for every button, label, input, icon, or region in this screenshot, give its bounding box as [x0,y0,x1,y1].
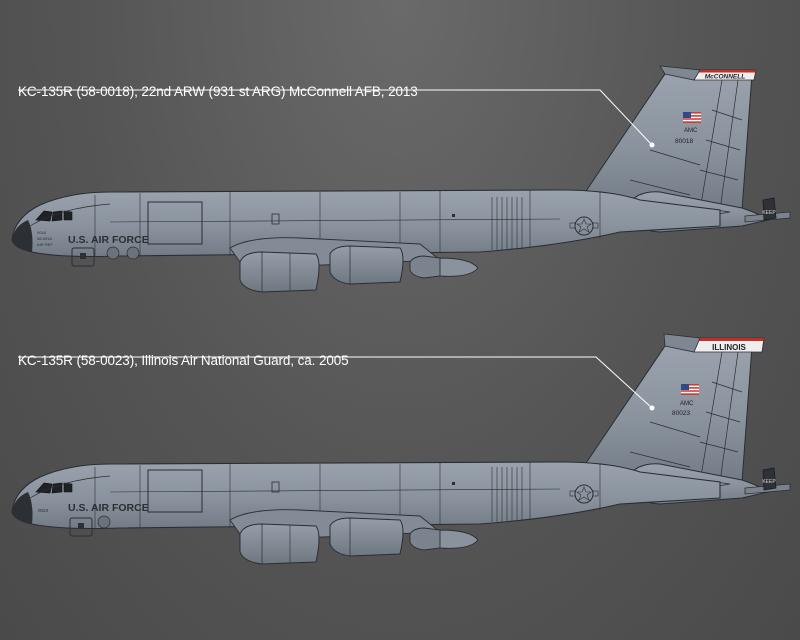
antenna-stencil [271,213,280,225]
national-insignia [569,484,599,504]
cargo-door [147,469,203,513]
boom-fin [762,467,777,491]
tail-cap [659,65,701,81]
boom-fin [762,197,777,221]
aft-fuselage-ribs [491,467,523,522]
engine-inner [239,251,320,293]
boom-fin-text: KEEP [762,210,776,216]
cockpit-frame [29,475,111,499]
cargo-door [147,201,203,245]
cockpit-frame [29,203,111,227]
fuselage-panel-lines [94,462,601,528]
cockpit-windows [35,210,73,222]
aircraft-profile-2: ILLINOIS AMC 80023 KEEP U.S. AIR FORCE 0… [11,333,791,565]
engine-pod-small [409,255,479,279]
unit-emblem [97,515,111,529]
radome [12,492,33,524]
tail-cap [663,333,701,353]
radome [12,220,33,252]
aft-fuselage-ribs [491,197,523,250]
fuselage-text: U.S. AIR FORCE [68,502,149,514]
us-flag [683,112,701,123]
engine-outer [329,245,404,285]
tail-band-text: ILLINOIS [712,343,746,352]
static-port [452,482,455,485]
crew-door [69,517,93,537]
us-flag [681,384,699,395]
unit-emblem-1 [106,246,120,260]
crew-door-window [78,523,84,529]
tail-unit-text: AMC [684,128,698,134]
rudder-panel-lines [629,351,743,483]
unit-emblem-2 [126,246,140,260]
crew-door-window [80,253,86,259]
tail-serial-text: 80018 [675,138,693,145]
crew-door [71,247,95,267]
nose-stencil-3: AIR REF [37,242,53,247]
boom-fin-text: KEEP [762,479,776,485]
tail-band-stripe [697,70,756,73]
fuselage-text: U.S. AIR FORCE [68,234,149,246]
nose-stencil-1: 0018 [37,230,47,235]
engine-pod-small [409,527,479,551]
tail-unit-text: AMC [680,401,694,407]
tail-band-text: McCONNELL [705,74,745,81]
national-insignia [569,216,599,236]
vertical-stabilizer [579,73,753,211]
nose-stencil-1: 0023 [38,508,49,513]
nose-stencil-2: 58-0018 [37,236,52,241]
tail-band-stripe [697,338,764,341]
fuselage [11,189,721,258]
static-port [452,214,455,217]
vertical-stabilizer [579,345,753,483]
engine-inner [239,523,320,565]
cockpit-windows [35,482,73,494]
rudder-panel-lines [629,79,743,211]
antenna-stencil [271,481,280,493]
tail-serial-text: 80023 [672,410,690,417]
engine-outer [329,517,404,557]
aircraft-profile-1: McCONNELL AMC 80018 KEEP U.S. AIR FORCE [11,65,791,293]
